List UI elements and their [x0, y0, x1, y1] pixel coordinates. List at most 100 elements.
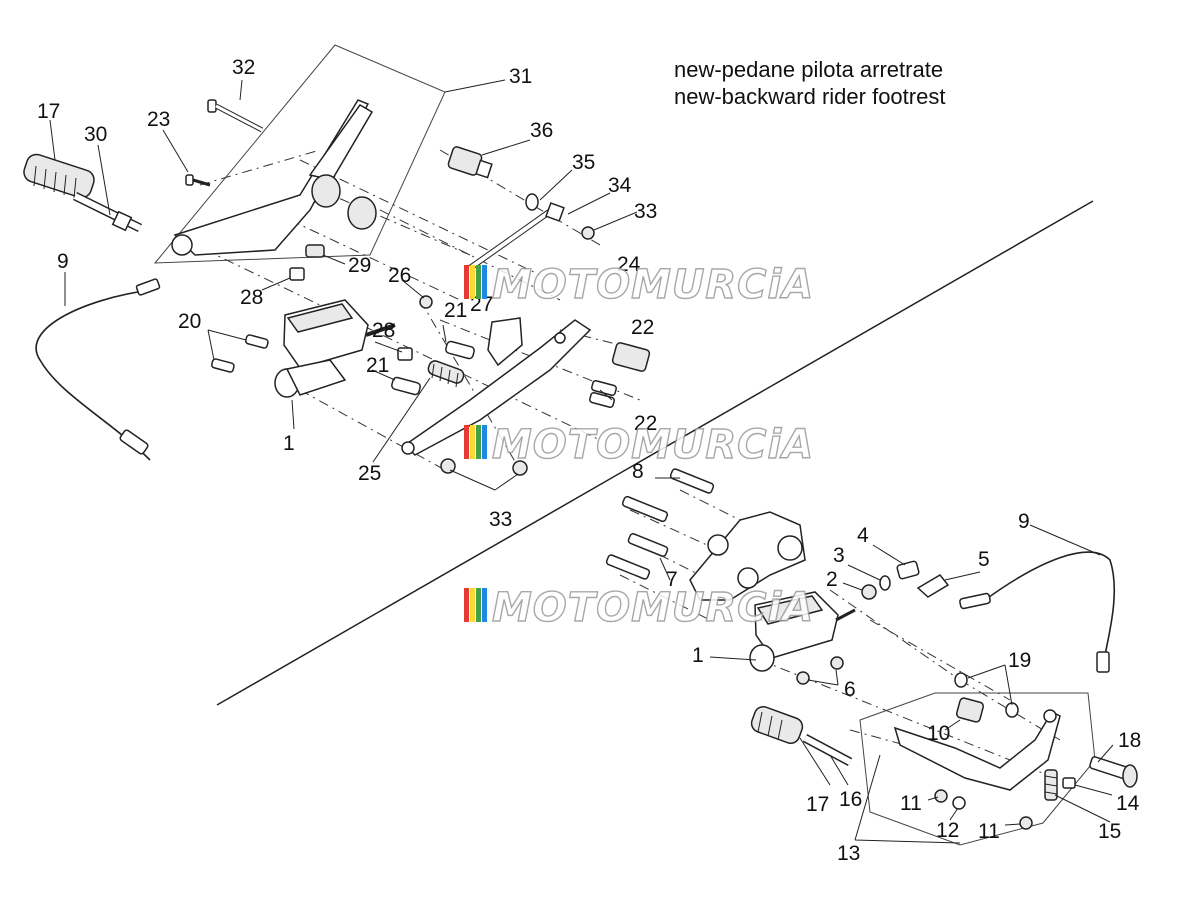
wm-bar-blue-1: [482, 265, 487, 299]
part-21-bolt-a: [445, 340, 475, 360]
part-19-washer-b: [1005, 702, 1019, 718]
callout-11-b: 11: [978, 820, 1000, 843]
part-15-return-spring: [1044, 769, 1058, 801]
diagram-title-it: new-pedane pilota arretrate: [674, 57, 943, 82]
callout-9-lower: 9: [1018, 510, 1030, 533]
wm-bar-green-1: [476, 265, 481, 299]
callout-34: 34: [608, 174, 632, 197]
callout-25: 25: [358, 462, 381, 485]
callout-35: 35: [572, 151, 595, 174]
part-29-spring: [305, 244, 325, 258]
part-33-nut-upper: [581, 226, 595, 240]
callout-14: 14: [1116, 792, 1140, 815]
callout-8: 8: [632, 460, 644, 483]
callout-33-upper: 33: [634, 200, 657, 223]
plate-hole-a: [707, 534, 729, 556]
watermark-text-1: MOTOMURCiA: [492, 262, 814, 308]
watermark-text-3: MOTOMURCiA: [492, 585, 814, 631]
part-11-nut-b: [1019, 816, 1033, 830]
leader-lines-lower: [655, 477, 1114, 844]
part-28-screw-lower: [397, 347, 413, 361]
plate-hole-b: [777, 535, 803, 561]
callout-9-upper: 9: [57, 250, 69, 273]
wm-bar-yellow-1: [470, 265, 475, 299]
callout-2: 2: [826, 568, 838, 591]
callout-16: 16: [839, 788, 862, 811]
callout-4: 4: [857, 524, 869, 547]
wm-bar-green-3: [476, 588, 481, 622]
diagram-title-en: new-backward rider footrest: [674, 84, 945, 109]
part-10-bushing: [955, 697, 985, 723]
part-36-pin: [447, 146, 493, 179]
callout-30: 30: [84, 123, 107, 146]
part-33-nut-lower-b: [512, 460, 528, 476]
wm-bar-blue-2: [482, 425, 487, 459]
part-24-brake-lever: [403, 319, 592, 456]
callout-22-upper: 22: [631, 316, 654, 339]
callout-1-upper: 1: [283, 432, 295, 455]
wm-bar-red-1: [464, 265, 469, 299]
callout-17-lower: 17: [806, 793, 829, 816]
pedal-pivot: [1043, 709, 1057, 723]
callout-36: 36: [530, 119, 553, 142]
part-23-screw: [185, 174, 211, 187]
lever-end-hole: [401, 441, 415, 455]
callout-32: 32: [232, 56, 255, 79]
callout-18: 18: [1118, 729, 1141, 752]
callout-6: 6: [844, 678, 856, 701]
callout-1-lower: 1: [692, 644, 704, 667]
callout-33-lower: 33: [489, 508, 512, 531]
callout-10: 10: [927, 722, 950, 745]
watermark-2: MOTOMURCiA: [464, 421, 814, 469]
callout-21-upper: 21: [444, 299, 467, 322]
bracket-pivot-hole: [171, 234, 193, 256]
part-28-screw-upper: [289, 267, 305, 281]
part-14-screw: [1062, 777, 1076, 789]
wm-bar-red-3: [464, 588, 469, 622]
bracket-arm: [308, 104, 374, 181]
callout-28-upper: 28: [240, 286, 263, 309]
callout-7: 7: [666, 568, 678, 591]
watermark-text-2: MOTOMURCiA: [492, 422, 814, 468]
alignment-lines-upper: [184, 149, 641, 471]
part-bushing-a: [311, 174, 341, 208]
callout-13: 13: [837, 842, 860, 865]
part-11-nut-a: [934, 789, 948, 803]
part-2-nut: [861, 584, 877, 600]
wm-bar-yellow-2: [470, 425, 475, 459]
lower-assembly: [605, 468, 1138, 846]
part-30-footpeg-shaft: [73, 191, 142, 233]
part-9-switch-cable-lower: [959, 551, 1116, 673]
section-divider-line: [216, 200, 1094, 706]
part-22-spacer: [611, 342, 651, 372]
callout-24: 24: [617, 253, 641, 276]
callout-23: 23: [147, 108, 170, 131]
part-26-nut: [419, 295, 433, 309]
part-21-bolt-b: [391, 376, 421, 396]
part-1-master-cylinder-lower: [749, 591, 856, 672]
callout-27: 27: [470, 293, 493, 316]
part-bushing-b: [347, 196, 377, 230]
part-25-spring: [427, 360, 465, 388]
alignment-lines-lower: [619, 489, 1061, 781]
part-7-mount-plate: [689, 511, 806, 601]
callout-20: 20: [178, 310, 201, 333]
callout-3: 3: [833, 544, 845, 567]
callout-12: 12: [936, 819, 959, 842]
part-13-brake-pedal: [893, 711, 1061, 791]
callout-17: 17: [37, 100, 60, 123]
wm-bar-blue-3: [482, 588, 487, 622]
part-20-bolts: [211, 334, 269, 373]
part-12-washer: [952, 796, 966, 810]
callout-15: 15: [1098, 820, 1121, 843]
watermark-3: MOTOMURCiA: [464, 584, 814, 632]
callout-29: 29: [348, 254, 371, 277]
part-32-bolt: [207, 99, 264, 133]
part-17-footpeg-rubber: [23, 153, 95, 199]
part-5-clip: [916, 574, 950, 598]
part-17-pedal-rubber: [750, 706, 804, 744]
part-22-bolt-b: [589, 391, 615, 409]
callout-11-a: 11: [900, 792, 922, 815]
callout-5: 5: [978, 548, 990, 571]
